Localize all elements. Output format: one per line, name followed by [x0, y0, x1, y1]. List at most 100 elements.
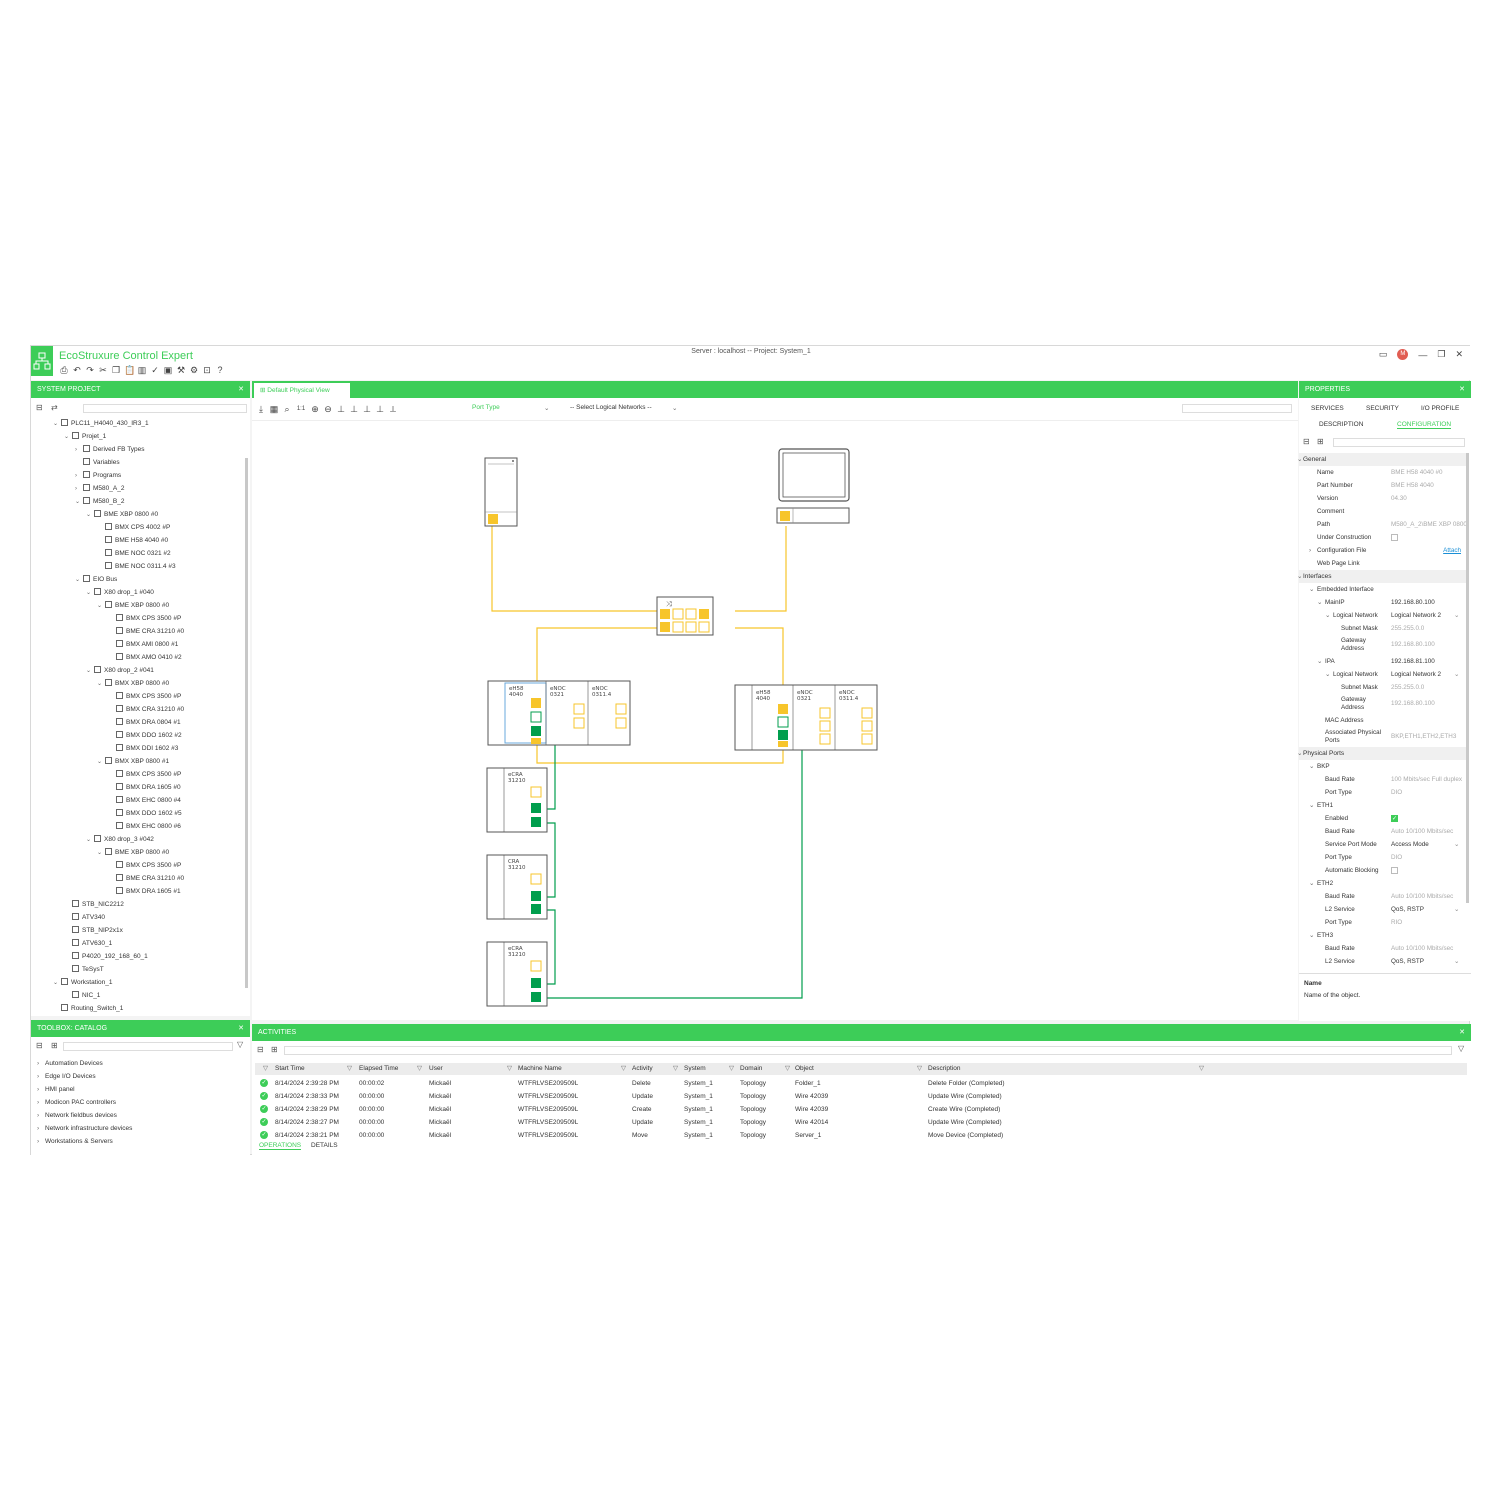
chevron-down-icon[interactable]: ⌄: [75, 499, 81, 505]
chevron-down-icon[interactable]: ⌄: [1454, 906, 1460, 913]
tab-description[interactable]: DESCRIPTION: [1319, 421, 1364, 428]
checkbox[interactable]: [1391, 867, 1398, 874]
chat-icon[interactable]: ▭: [1378, 349, 1388, 359]
property-row[interactable]: ⌄ETH1: [1299, 799, 1467, 812]
canvas-search-input[interactable]: [1182, 404, 1292, 413]
filter-icon[interactable]: ▽: [729, 1065, 734, 1072]
tree-item[interactable]: BMX DRA 1605 #0: [108, 782, 181, 794]
chevron-down-icon[interactable]: ⌄: [97, 603, 103, 609]
chevron-down-icon[interactable]: ⌄: [53, 421, 59, 427]
restore-icon[interactable]: ❐: [1437, 349, 1446, 359]
expand-all-icon[interactable]: ⊞: [271, 1045, 278, 1054]
sync-icon[interactable]: ⇄: [51, 403, 58, 412]
chevron-down-icon[interactable]: ⌄: [75, 577, 81, 583]
tab-operations[interactable]: OPERATIONS: [259, 1142, 302, 1150]
tab-io-profile[interactable]: I/O PROFILE: [1421, 405, 1460, 412]
activities-search-input[interactable]: [284, 1046, 1452, 1055]
property-row[interactable]: Comment: [1299, 505, 1467, 518]
tree-scrollbar[interactable]: [245, 458, 248, 988]
chevron-down-icon[interactable]: ⌄: [1325, 612, 1331, 619]
tree-item[interactable]: ›Derived FB Types: [75, 444, 145, 456]
zoom-in-icon[interactable]: ⊕: [311, 403, 319, 414]
filter-icon[interactable]: ▽: [263, 1065, 268, 1072]
tree-item[interactable]: ⌄BME XBP 0800 #0: [86, 509, 158, 521]
tab-security[interactable]: SECURITY: [1366, 405, 1399, 412]
chevron-down-icon[interactable]: ⌄: [97, 681, 103, 687]
tree-item[interactable]: ›M580_A_2: [75, 483, 124, 495]
chevron-down-icon[interactable]: ⌄: [86, 668, 92, 674]
column-header[interactable]: Machine Name: [518, 1065, 562, 1072]
chevron-down-icon[interactable]: ⌄: [86, 837, 92, 843]
chevron-down-icon[interactable]: ⌄: [53, 980, 59, 986]
chevron-down-icon[interactable]: ⌄: [1317, 658, 1323, 665]
tree-item[interactable]: ⌄X80 drop_1 #040: [86, 587, 154, 599]
tree-item[interactable]: STB_NIC2212: [64, 899, 124, 911]
tree-search-input[interactable]: [83, 404, 247, 413]
tree-item[interactable]: ⌄PLC11_H4040_430_IR3_1: [53, 418, 149, 430]
column-header[interactable]: Activity: [632, 1065, 653, 1072]
checkbox[interactable]: [1391, 534, 1398, 541]
property-row[interactable]: ⌄BKP: [1299, 760, 1467, 773]
collapse-all-icon[interactable]: ⊟: [257, 1045, 264, 1054]
property-row[interactable]: MAC Address: [1299, 714, 1467, 727]
chevron-down-icon[interactable]: ⌄: [1309, 802, 1315, 809]
collapse-all-icon[interactable]: ⊟: [36, 1041, 43, 1050]
filter-icon[interactable]: ▽: [507, 1065, 512, 1072]
tree-item[interactable]: BMX CRA 31210 #0: [108, 704, 184, 716]
tools-icon[interactable]: ⚒: [176, 364, 186, 375]
tree-item[interactable]: BME CRA 31210 #0: [108, 873, 184, 885]
chevron-down-icon[interactable]: ⌄: [1317, 599, 1323, 606]
tree-item[interactable]: BME H58 4040 #0: [97, 535, 168, 547]
tree-item[interactable]: BMX CPS 3500 #P: [108, 691, 181, 703]
collapse-all-icon[interactable]: ⊟: [36, 403, 43, 412]
chevron-down-icon[interactable]: ⌄: [1454, 671, 1460, 678]
chevron-right-icon[interactable]: ›: [75, 447, 77, 453]
tree-item[interactable]: ⌄BME XBP 0800 #0: [97, 847, 169, 859]
tree-item[interactable]: BME NOC 0321 #2: [97, 548, 171, 560]
tree-item[interactable]: ATV340: [64, 912, 105, 924]
properties-search-input[interactable]: [1333, 438, 1465, 447]
column-header[interactable]: Elapsed Time: [359, 1065, 399, 1072]
filter-icon[interactable]: ▽: [417, 1065, 422, 1072]
close-icon[interactable]: ✕: [238, 386, 244, 393]
tree-item[interactable]: BMX DDI 1602 #3: [108, 743, 178, 755]
cut-icon[interactable]: ✂: [99, 364, 107, 375]
tree-item[interactable]: ⌄BMX XBP 0800 #1: [97, 756, 169, 768]
grid-icon[interactable]: ▦: [269, 403, 279, 414]
tree-item[interactable]: ⌄BMX XBP 0800 #0: [97, 678, 169, 690]
check-icon[interactable]: ✓: [151, 364, 159, 375]
filter-icon[interactable]: ▽: [1199, 1065, 1204, 1072]
tree-item[interactable]: BMX EHC 0800 #4: [108, 795, 181, 807]
tree-item[interactable]: ⌄X80 drop_3 #042: [86, 834, 154, 846]
catalog-item[interactable]: ›Workstations & Servers: [37, 1135, 113, 1148]
chevron-down-icon[interactable]: ⌄: [1309, 586, 1315, 593]
minimize-icon[interactable]: —: [1418, 349, 1428, 360]
layout-icon[interactable]: ⟂: [389, 403, 396, 414]
column-header[interactable]: Start Time: [275, 1065, 305, 1072]
align-center-icon[interactable]: ⊥: [350, 403, 358, 414]
chevron-down-icon[interactable]: ⌄: [86, 590, 92, 596]
avatar[interactable]: M: [1397, 349, 1409, 360]
undo-icon[interactable]: ↶: [73, 364, 81, 375]
chevron-down-icon[interactable]: ⌄: [1454, 841, 1460, 848]
property-value[interactable]: QoS, RSTP: [1391, 958, 1424, 965]
export-icon[interactable]: ⤓: [259, 403, 263, 414]
tree-item[interactable]: ATV630_1: [64, 938, 112, 950]
